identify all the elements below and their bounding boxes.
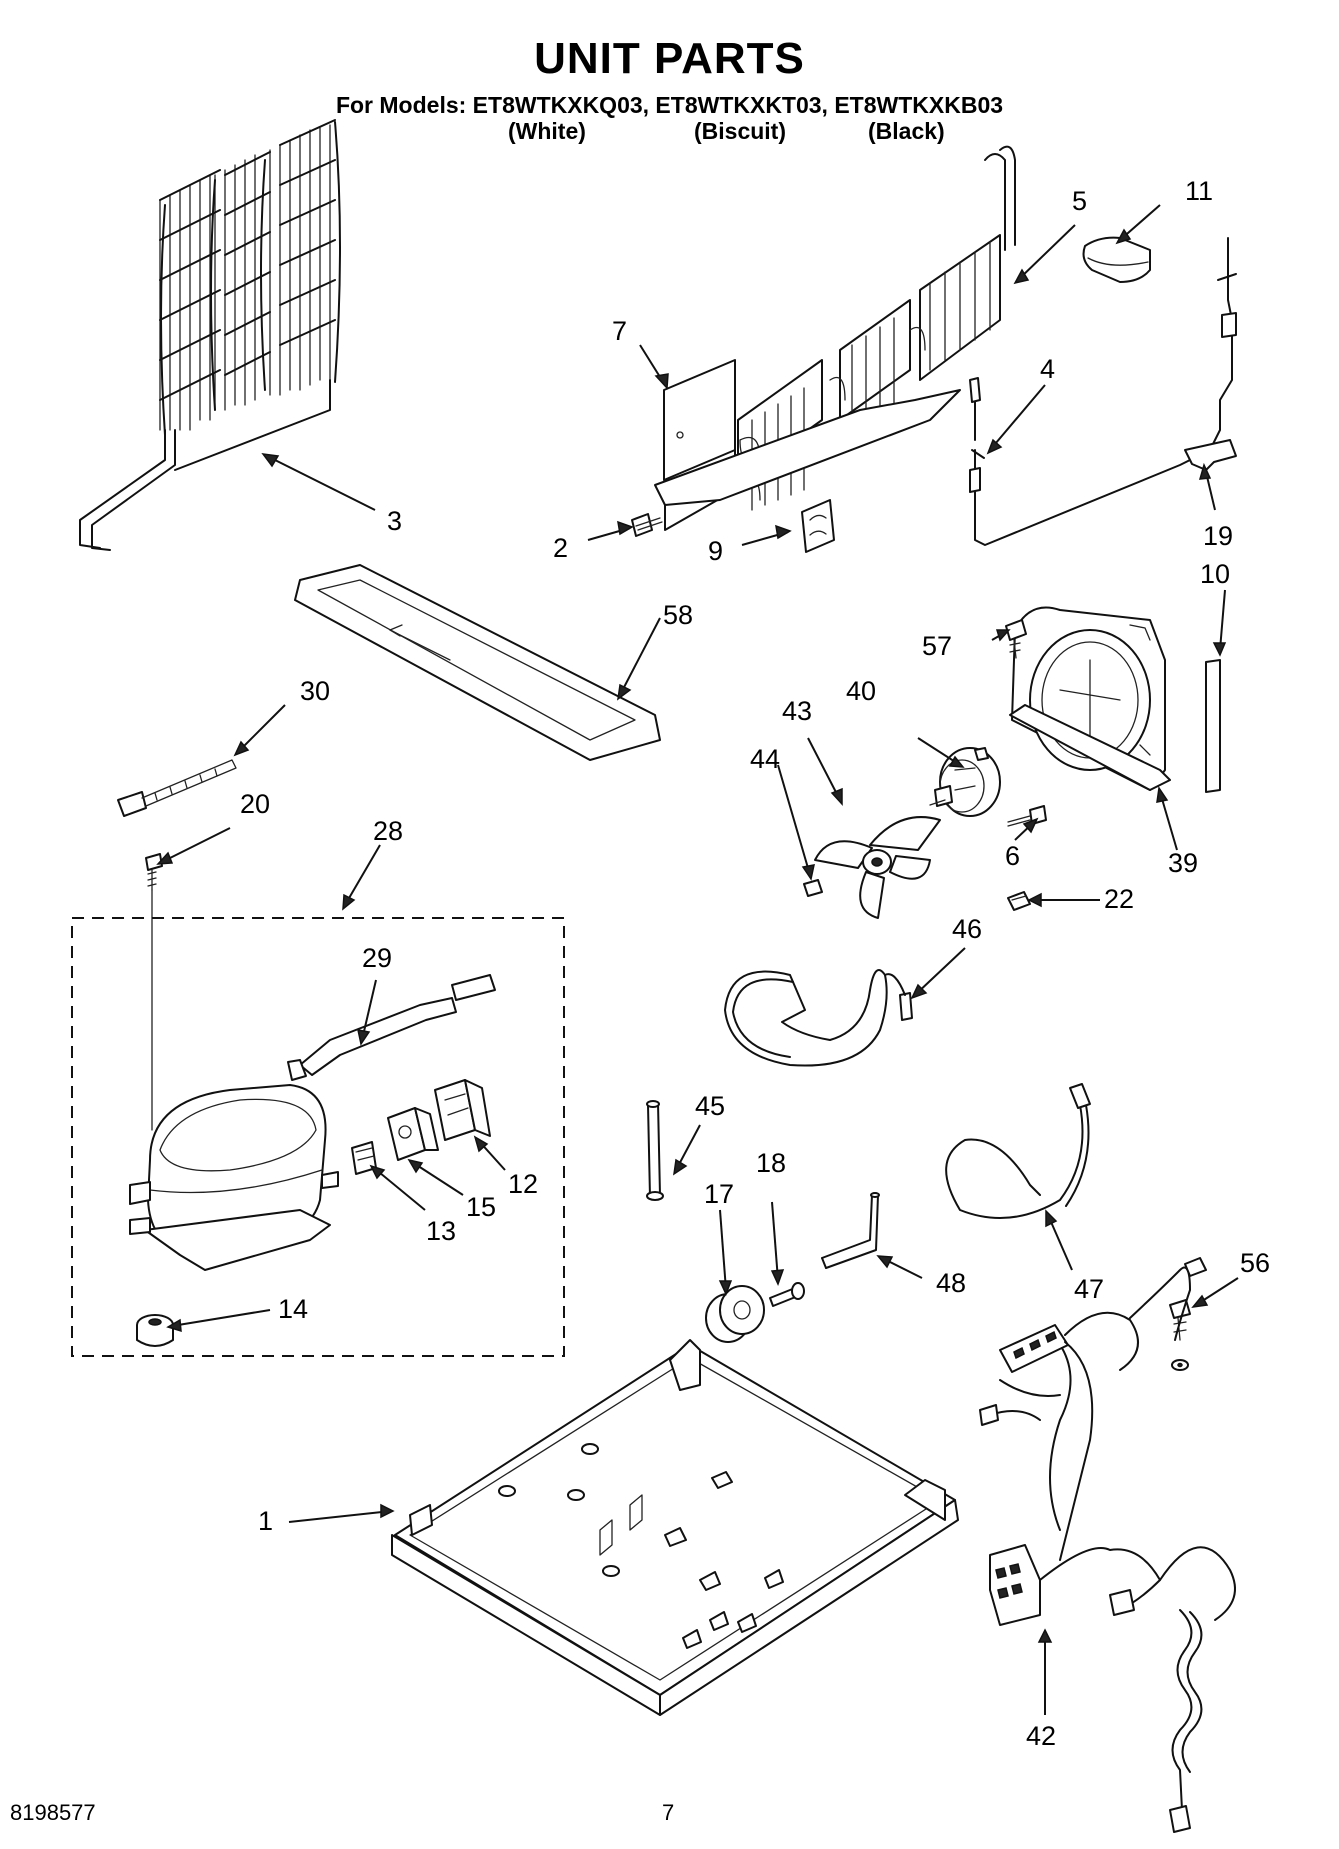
callout-11: 11: [1185, 176, 1213, 206]
callout-42: 42: [1026, 1721, 1056, 1751]
sensor-wire: [969, 237, 1237, 546]
screw-57: [1005, 619, 1027, 659]
callout-20: 20: [240, 789, 270, 819]
callout-57: 57: [922, 631, 952, 661]
callout-3: 3: [387, 506, 402, 536]
color-label-biscuit: (Biscuit): [694, 118, 786, 144]
tube-48: [821, 1192, 880, 1269]
callout-17: 17: [704, 1179, 734, 1209]
wire-47: [945, 1083, 1091, 1219]
wire-harness: [979, 1257, 1236, 1833]
axle-pin: [769, 1282, 805, 1307]
callout-22: 22: [1104, 884, 1134, 914]
callout-44: 44: [750, 744, 780, 774]
color-label-black: (Black): [868, 118, 945, 144]
screw-2: [631, 513, 663, 537]
callout-14: 14: [278, 1294, 308, 1324]
compressor-kit-box: [71, 917, 565, 1357]
callout-7: 7: [612, 316, 627, 346]
callout-15: 15: [466, 1192, 496, 1222]
callout-1: 1: [258, 1506, 273, 1536]
callout-6: 6: [1005, 841, 1020, 871]
leader-lines: [156, 204, 1239, 1715]
heater-bracket: [654, 359, 961, 506]
callout-28: 28: [373, 816, 403, 846]
condenser-coil: [79, 119, 341, 551]
callout-45: 45: [695, 1091, 725, 1121]
document-number: 8198577: [10, 1800, 96, 1825]
filter-drier: [287, 974, 496, 1081]
callout-30: 30: [300, 676, 330, 706]
page-number: 7: [662, 1800, 675, 1825]
callout-5: 5: [1072, 186, 1087, 216]
callout-40: 40: [846, 676, 876, 706]
grommet: [136, 1314, 174, 1347]
overload-protector: [387, 1107, 439, 1161]
callout-29: 29: [362, 943, 392, 973]
models-line: For Models: ET8WTKXKQ03, ET8WTKXKT03, ET…: [335, 92, 1004, 118]
evaporator: [664, 145, 1016, 531]
callout-19: 19: [1203, 521, 1233, 551]
callout-10: 10: [1200, 559, 1230, 589]
tube-46: [724, 969, 913, 1067]
callout-47: 47: [1074, 1274, 1104, 1304]
callout-56: 56: [1240, 1248, 1270, 1278]
callout-2: 2: [553, 533, 568, 563]
clip-19: [1184, 439, 1237, 471]
callout-39: 39: [1168, 848, 1198, 878]
defrost-cover: [1082, 236, 1151, 283]
color-label-white: (White): [508, 118, 586, 144]
fan-blade: [814, 816, 941, 919]
foam-strip: [1205, 659, 1221, 793]
callout-48: 48: [936, 1268, 966, 1298]
screw-56: [1169, 1299, 1191, 1371]
compressor: [129, 1084, 339, 1271]
page-title: UNIT PARTS: [534, 34, 805, 83]
cable-tie: [117, 759, 237, 817]
fan-shroud: [1009, 606, 1171, 791]
callout-numbers: 1 2 3 4 5 6 7 9 10 11 12 13 14 15 17 18 …: [240, 176, 1270, 1751]
pin-45: [646, 1100, 664, 1201]
screw-20: [145, 853, 163, 1131]
callout-13: 13: [426, 1216, 456, 1246]
drain-pan: [294, 564, 661, 761]
callout-9: 9: [708, 536, 723, 566]
retainer-44: [803, 879, 823, 897]
callout-43: 43: [782, 696, 812, 726]
callout-4: 4: [1040, 354, 1055, 384]
relay: [434, 1079, 491, 1141]
callout-18: 18: [756, 1148, 786, 1178]
roller-wheel: [705, 1285, 765, 1343]
callout-46: 46: [952, 914, 982, 944]
callout-12: 12: [508, 1169, 538, 1199]
clip-9: [801, 499, 835, 553]
callout-58: 58: [663, 600, 693, 630]
base-pan: [391, 1339, 959, 1716]
nut-22: [1007, 891, 1031, 911]
fan-motor: [929, 747, 1001, 817]
